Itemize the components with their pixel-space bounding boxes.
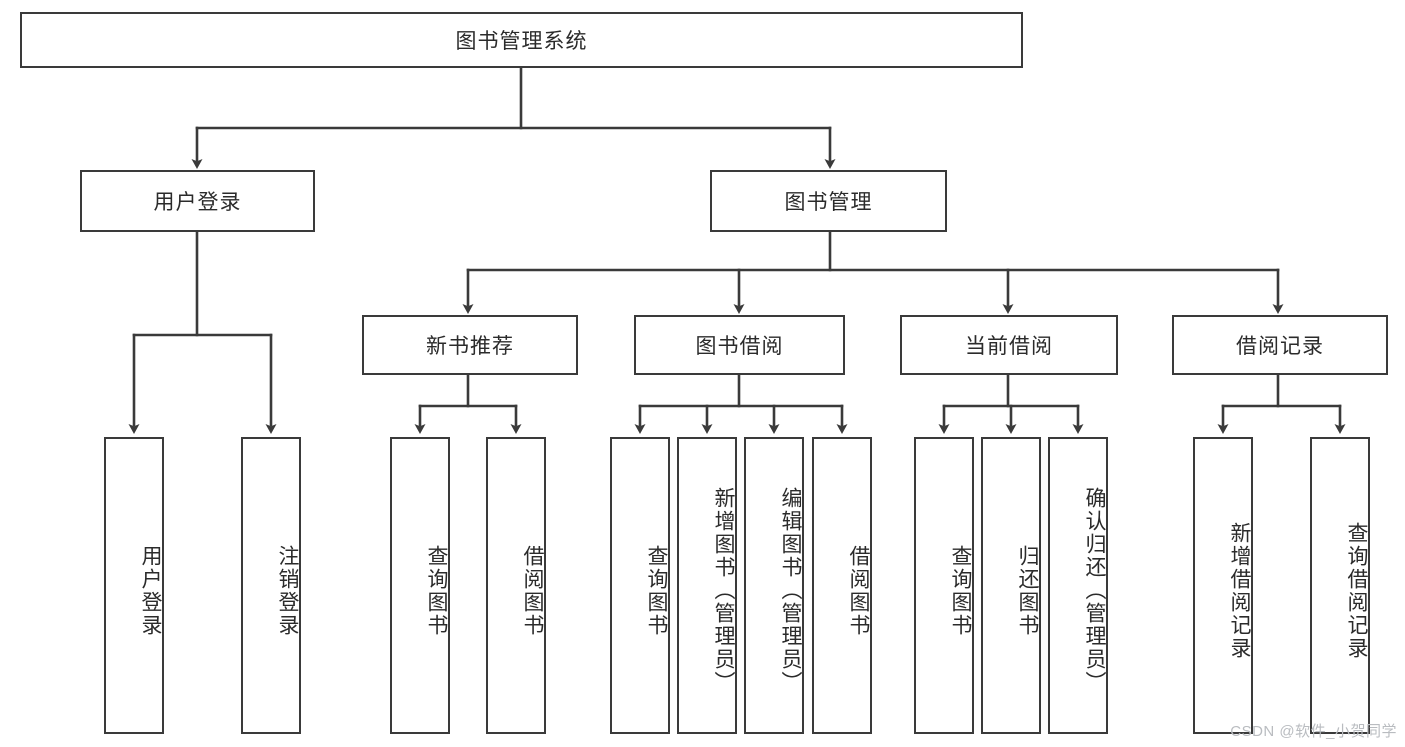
- node-leaf-confirm-return[interactable]: 确认归还（管理员）: [1048, 437, 1108, 734]
- node-book-manage[interactable]: 图书管理: [710, 170, 947, 232]
- node-leaf-add-record-label: 新增借阅记录: [1228, 521, 1251, 660]
- node-leaf-borrow-book-2[interactable]: 借阅图书: [812, 437, 872, 734]
- node-new-book-recommend[interactable]: 新书推荐: [362, 315, 578, 375]
- node-borrow-record[interactable]: 借阅记录: [1172, 315, 1388, 375]
- node-leaf-return-book[interactable]: 归还图书: [981, 437, 1041, 734]
- node-user-login[interactable]: 用户登录: [80, 170, 315, 232]
- node-book-borrow[interactable]: 图书借阅: [634, 315, 845, 375]
- node-leaf-query-book-2-label: 查询图书: [645, 544, 668, 637]
- node-leaf-user-login-label: 用户登录: [139, 544, 162, 637]
- node-leaf-user-logout-label: 注销登录: [276, 544, 299, 637]
- node-leaf-edit-book[interactable]: 编辑图书（管理员）: [744, 437, 804, 734]
- node-leaf-add-book[interactable]: 新增图书（管理员）: [677, 437, 737, 734]
- node-leaf-edit-book-label: 编辑图书（管理员）: [779, 487, 802, 694]
- node-book-borrow-label: 图书借阅: [695, 335, 784, 358]
- node-root-label: 图书管理系统: [455, 30, 588, 53]
- node-book-manage-label: 图书管理: [784, 191, 873, 214]
- node-leaf-query-book-3[interactable]: 查询图书: [914, 437, 974, 734]
- node-leaf-query-book-1-label: 查询图书: [425, 544, 448, 637]
- node-leaf-query-record-label: 查询借阅记录: [1345, 521, 1368, 660]
- node-leaf-user-logout[interactable]: 注销登录: [241, 437, 301, 734]
- node-leaf-return-book-label: 归还图书: [1016, 544, 1039, 637]
- node-new-book-recommend-label: 新书推荐: [426, 335, 514, 358]
- node-leaf-borrow-book-2-label: 借阅图书: [847, 544, 870, 637]
- node-leaf-user-login[interactable]: 用户登录: [104, 437, 164, 734]
- node-leaf-add-record[interactable]: 新增借阅记录: [1193, 437, 1253, 734]
- node-leaf-query-record[interactable]: 查询借阅记录: [1310, 437, 1370, 734]
- node-leaf-query-book-2[interactable]: 查询图书: [610, 437, 670, 734]
- node-user-login-label: 用户登录: [153, 191, 242, 214]
- watermark: CSDN @软件_小贺同学: [1230, 723, 1397, 740]
- node-leaf-add-book-label: 新增图书（管理员）: [712, 487, 735, 694]
- node-borrow-record-label: 借阅记录: [1236, 335, 1324, 358]
- node-leaf-query-book-1[interactable]: 查询图书: [390, 437, 450, 734]
- node-current-borrow-label: 当前借阅: [965, 335, 1053, 358]
- node-leaf-confirm-return-label: 确认归还（管理员）: [1083, 487, 1106, 694]
- node-leaf-borrow-book-1[interactable]: 借阅图书: [486, 437, 546, 734]
- node-leaf-query-book-3-label: 查询图书: [949, 544, 972, 637]
- node-current-borrow[interactable]: 当前借阅: [900, 315, 1118, 375]
- node-root[interactable]: 图书管理系统: [20, 12, 1023, 68]
- node-leaf-borrow-book-1-label: 借阅图书: [521, 544, 544, 637]
